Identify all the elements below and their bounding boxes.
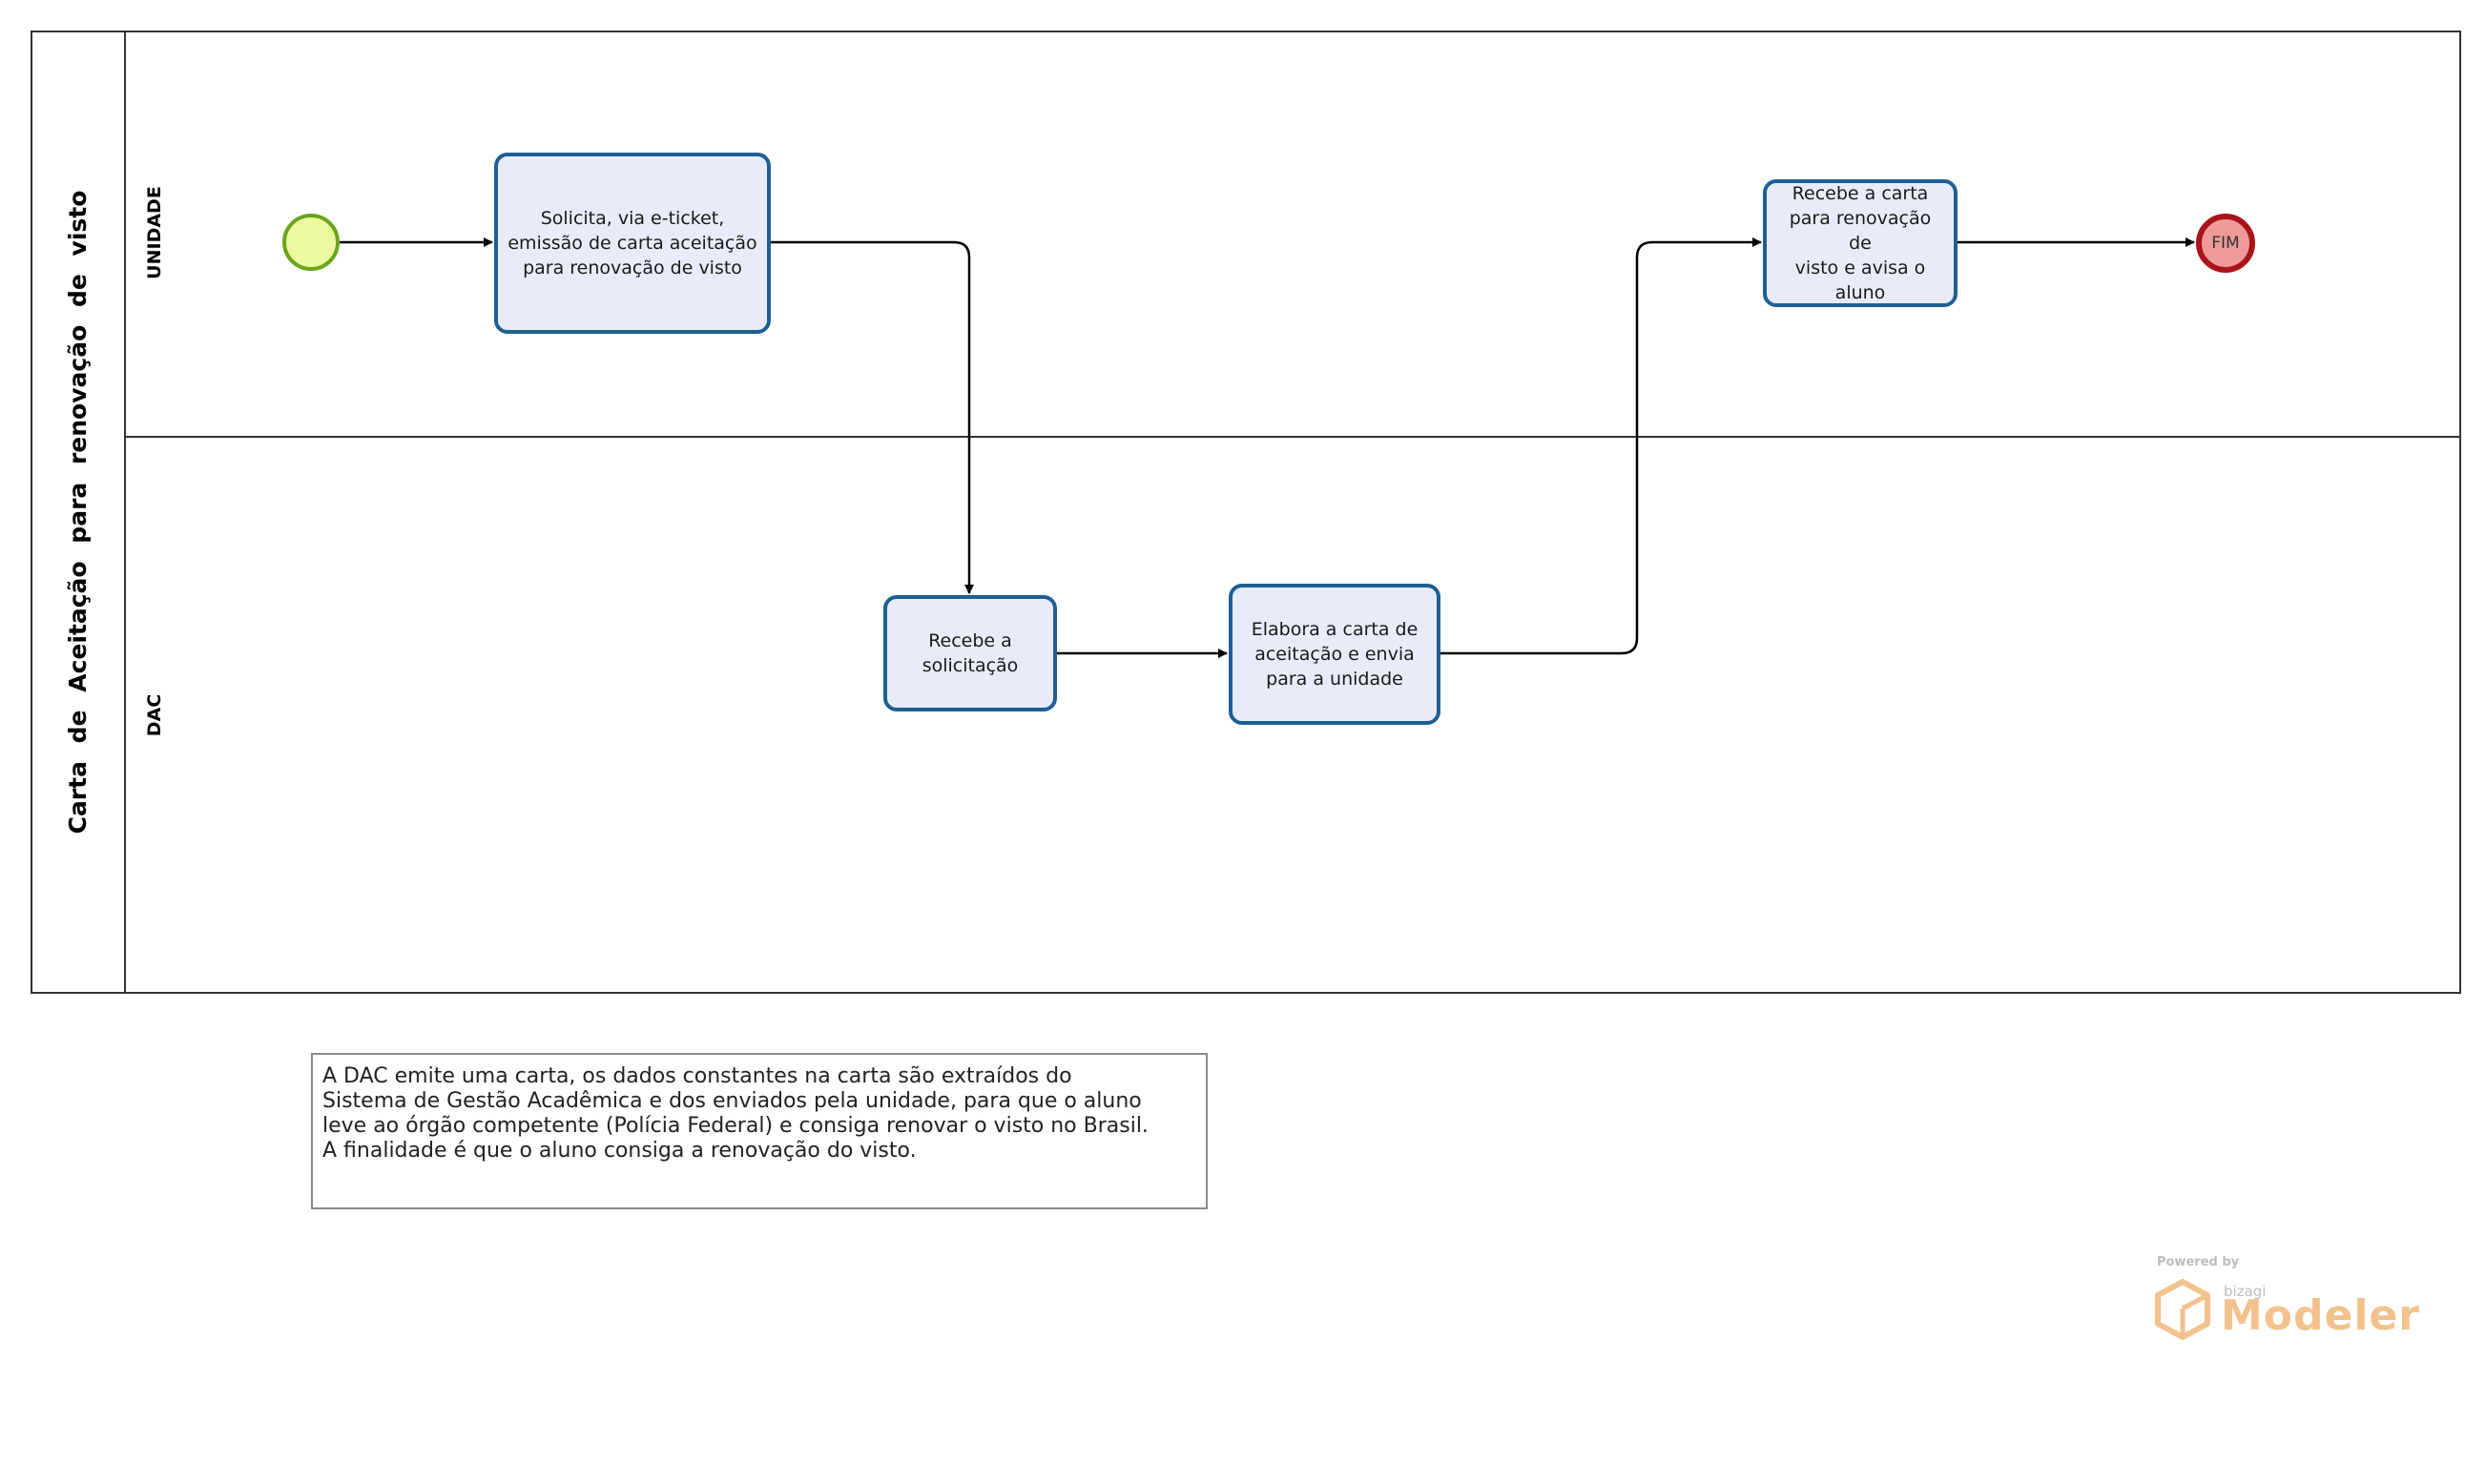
task-text-line: Recebe a carta — [1792, 183, 1929, 204]
text-annotation: A DAC emite uma carta, os dados constant… — [311, 1053, 1208, 1209]
task-text-line: para renovação de visto — [523, 258, 742, 278]
flow-solicita-to-recebe-solicitacao — [771, 240, 974, 594]
task-text-line: Solicita, via e-ticket, — [540, 208, 725, 229]
task-text-line: visto e avisa o — [1794, 258, 1926, 278]
pool — [31, 31, 2461, 994]
task-text-line: Recebe a — [928, 630, 1012, 651]
watermark-brand: bizagi — [2224, 1283, 2267, 1300]
start-event — [282, 214, 340, 271]
watermark-product: Modeler — [2221, 1291, 2420, 1340]
task-recebe-carta: Recebe a carta para renovação de visto e… — [1763, 179, 1958, 307]
task-elabora: Elabora a carta de aceitação e envia par… — [1229, 584, 1440, 725]
end-event: FIM — [2196, 214, 2255, 273]
end-event-label: FIM — [2211, 234, 2240, 253]
cube-icon — [2155, 1279, 2210, 1340]
task-text-line: emissão de carta aceitação — [508, 233, 757, 254]
task-text-line: aceitação e envia — [1254, 644, 1415, 665]
task-text-line: para a unidade — [1266, 669, 1403, 690]
annotation-line: A DAC emite uma carta, os dados constant… — [322, 1064, 1072, 1088]
task-text-line: para renovação de — [1789, 208, 1932, 254]
bizagi-watermark: Powered by bizagi Modeler — [2154, 1249, 2419, 1345]
task-text-line: solicitação — [922, 655, 1019, 676]
task-text-line: Elabora a carta de — [1251, 619, 1419, 640]
task-recebe-solicitacao: Recebe a solicitação — [883, 595, 1057, 711]
task-text-line: aluno — [1834, 282, 1886, 303]
pool-header — [31, 31, 126, 994]
task-solicita: Solicita, via e-ticket, emissão de carta… — [494, 153, 771, 334]
lane-divider — [126, 436, 2461, 438]
annotation-line: leve ao órgão competente (Polícia Federa… — [322, 1114, 1149, 1138]
annotation-line: Sistema de Gestão Acadêmica e dos enviad… — [322, 1089, 1142, 1113]
annotation-line: A finalidade é que o aluno consiga a ren… — [322, 1139, 917, 1163]
watermark-powered-by: Powered by — [2157, 1255, 2240, 1269]
flow-elabora-to-recebe-carta — [1440, 237, 1762, 655]
